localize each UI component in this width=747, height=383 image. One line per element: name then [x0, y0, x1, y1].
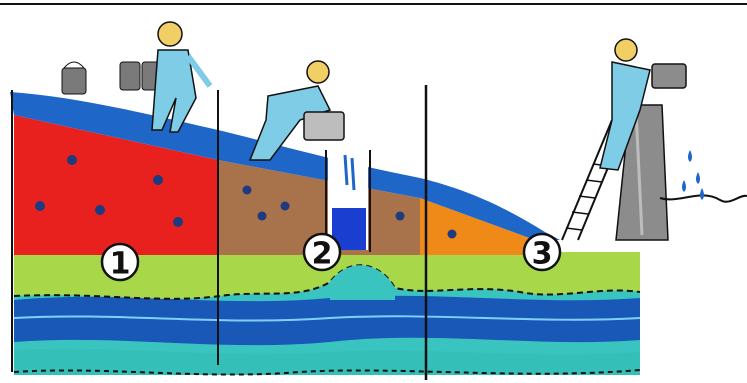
marker-2: 2 — [304, 234, 340, 272]
marker-1: 1 — [102, 244, 138, 282]
marker-1-label: 1 — [110, 247, 131, 282]
bucket-icon — [62, 62, 162, 94]
marker-3-label: 3 — [532, 237, 553, 272]
marker-2-label: 2 — [312, 237, 333, 272]
water-drop-icon — [682, 150, 704, 200]
marker-3: 3 — [524, 234, 560, 272]
